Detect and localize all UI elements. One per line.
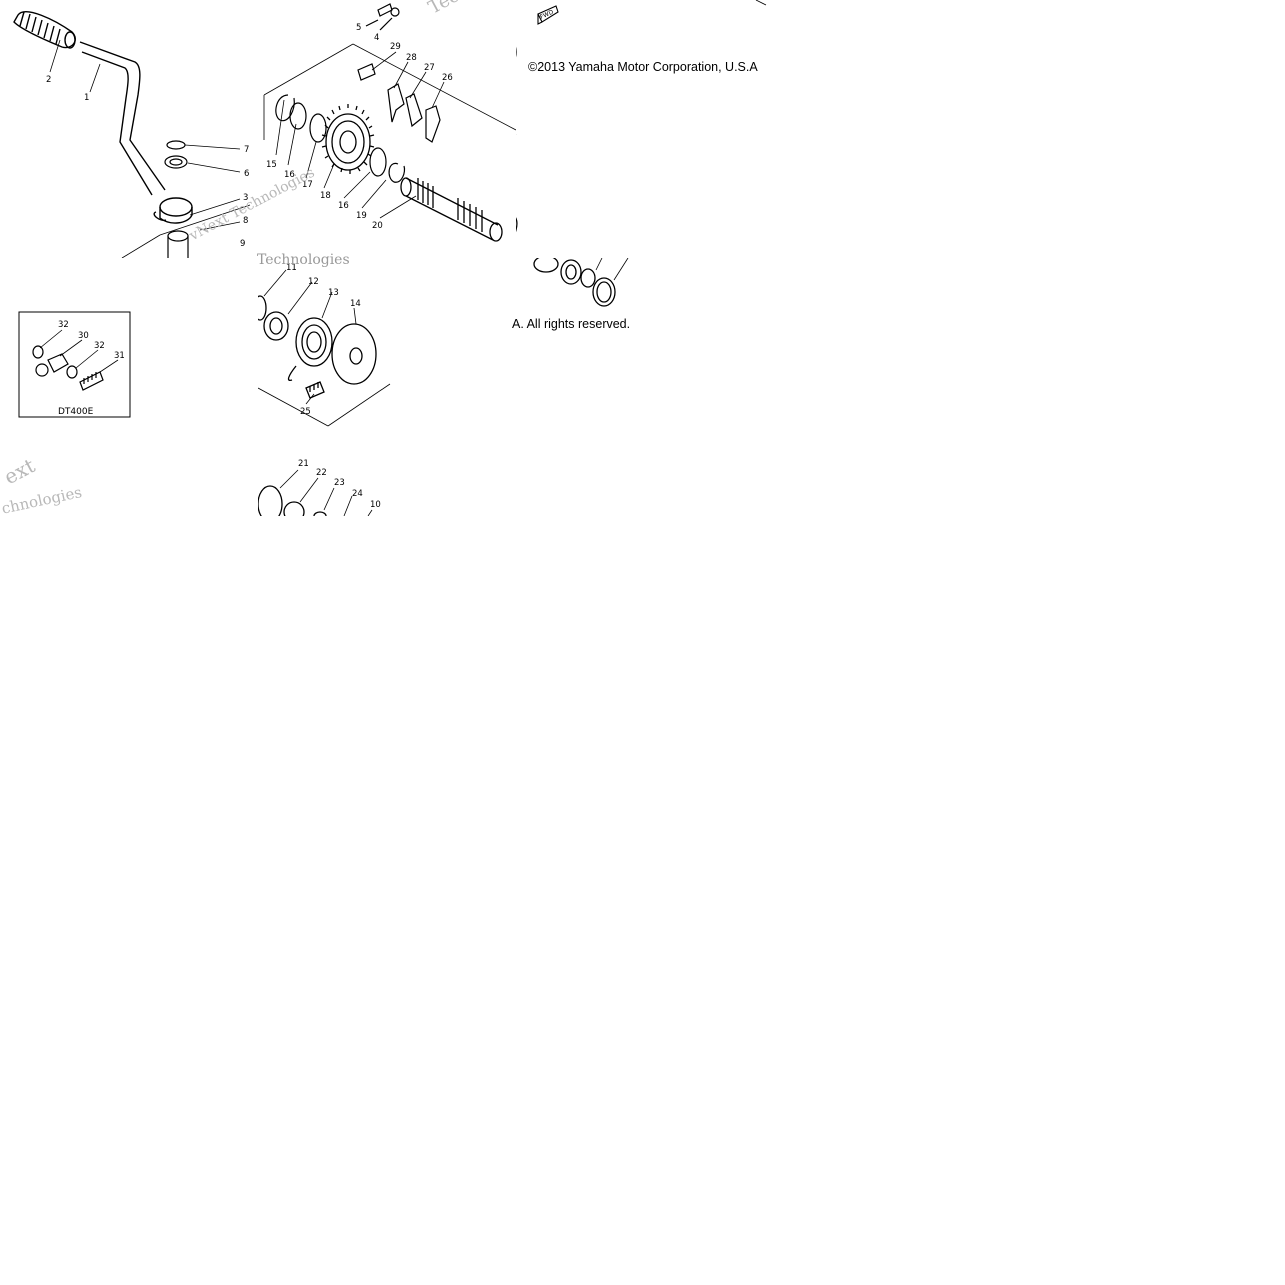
label-9: 9: [240, 239, 245, 249]
label-32b: 32: [94, 341, 105, 351]
label-13: 13: [328, 288, 339, 298]
kick-lever-diagram-tile: 2 1 7 6 3 8 9: [0, 0, 258, 258]
dt400e-inset-drawing: 32 30 32 31 DT400E: [18, 311, 131, 418]
lower-bearings-drawing: [533, 258, 629, 307]
label-25: 25: [300, 407, 311, 417]
bearings-diagram-tile: FWD: [516, 0, 774, 258]
label-17: 17: [302, 180, 313, 190]
label-19: 19: [356, 211, 367, 221]
inset-model-label: DT400E: [58, 407, 94, 417]
label-16a: 16: [284, 170, 295, 180]
label-10: 10: [370, 500, 381, 510]
bearings-drawing: FWD: [516, 0, 767, 232]
label-20: 20: [372, 221, 383, 231]
kick-shaft-diagram-tile: 5 4: [258, 0, 516, 258]
label-12: 12: [308, 277, 319, 287]
label-1: 1: [84, 93, 89, 103]
shaft-end: [516, 217, 518, 232]
label-21: 21: [298, 459, 309, 469]
kick-shaft-drawing: 5 4: [263, 3, 516, 242]
ratchet-parts: [357, 63, 441, 143]
dt400e-inset-tile: 32 30 32 31 DT400E: [0, 258, 258, 516]
label-26: 26: [442, 73, 453, 83]
copyright-line-2: A. All rights reserved.: [512, 317, 631, 331]
label-6: 6: [244, 169, 249, 179]
fwd-arrow: [537, 5, 559, 25]
label-15: 15: [266, 160, 277, 170]
copyright-line-1: ©2013 Yamaha Motor Corporation, U.S.A: [528, 60, 758, 74]
label-18: 18: [320, 191, 331, 201]
kick-lever-drawing: 2 1 7 6 3 8 9: [13, 11, 251, 258]
washer-circlip-19: [369, 147, 406, 183]
label-14: 14: [350, 299, 361, 309]
label-2: 2: [46, 75, 51, 85]
label-29: 29: [390, 42, 401, 52]
label-3: 3: [243, 193, 248, 203]
label-23: 23: [334, 478, 345, 488]
kick-grip: [13, 11, 76, 49]
watermark-2: Technologies: [257, 252, 350, 268]
lower-parts-drawing: 21 22 23 24 10: [258, 459, 381, 516]
washer-clip: [164, 140, 188, 169]
label-4: 4: [374, 33, 379, 43]
lower-bearings-tile: [516, 258, 774, 516]
assembly-outline: [263, 43, 516, 140]
spring-outline: [258, 383, 391, 427]
label-27: 27: [424, 63, 435, 73]
label-32a: 32: [58, 320, 69, 330]
label-11: 11: [286, 263, 297, 273]
label-24: 24: [352, 489, 363, 499]
lower-parts-tile: 21 22 23 24 10: [258, 458, 516, 516]
label-5: 5: [356, 23, 361, 33]
kick-shaft-20: [400, 177, 503, 242]
spring-drawing: 11 12 13 14 25: [258, 263, 391, 427]
label-7: 7: [244, 145, 249, 155]
label-8: 8: [243, 216, 248, 226]
bolt-5: [365, 3, 400, 31]
circlip-washers: [275, 94, 327, 143]
kick-gear-18: [321, 104, 375, 174]
label-30: 30: [78, 331, 89, 341]
pivot-bolt: [167, 230, 189, 258]
label-22: 22: [316, 468, 327, 478]
label-16b: 16: [338, 201, 349, 211]
kick-arm: [79, 41, 193, 224]
label-28: 28: [406, 53, 417, 63]
label-31: 31: [114, 351, 125, 361]
